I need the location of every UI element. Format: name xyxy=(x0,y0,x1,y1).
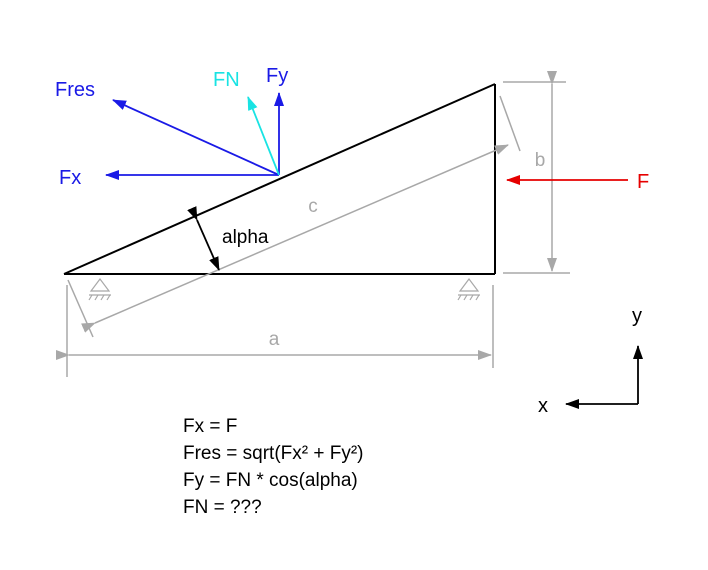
axis-y-label: y xyxy=(632,305,642,327)
fx-label: Fx xyxy=(59,167,81,189)
coordinate-axes: y x xyxy=(538,305,643,417)
formula-block: Fx = F Fres = sqrt(Fx² + Fy²) Fy = FN * … xyxy=(183,413,364,521)
axis-x-label: x xyxy=(538,395,548,417)
fres-vector xyxy=(112,99,280,176)
formula-line: Fx = F xyxy=(183,416,238,437)
dimension-b xyxy=(503,71,570,274)
dimension-a xyxy=(56,285,494,377)
dimension-c xyxy=(67,95,521,338)
dimension-c-extension-right xyxy=(499,95,521,152)
support-left xyxy=(88,278,111,301)
formula-line: Fres = sqrt(Fx² + Fy²) xyxy=(183,443,364,464)
formula-line: FN = ??? xyxy=(183,497,262,518)
formula-line: Fy = FN * cos(alpha) xyxy=(183,470,358,491)
alpha-label: alpha xyxy=(222,227,269,248)
support-right xyxy=(457,278,480,301)
fy-label: Fy xyxy=(266,65,288,87)
dimension-a-label: a xyxy=(269,329,280,350)
dimension-c-line xyxy=(81,144,509,333)
fn-vector xyxy=(247,96,280,176)
alpha-angle-arrow xyxy=(187,206,220,271)
dimension-c-label: c xyxy=(308,196,318,217)
fn-label: FN xyxy=(213,69,240,91)
dimension-b-label: b xyxy=(535,150,546,171)
f-label: F xyxy=(637,171,649,193)
dimension-c-extension-left xyxy=(67,279,94,338)
fres-label: Fres xyxy=(55,79,95,101)
